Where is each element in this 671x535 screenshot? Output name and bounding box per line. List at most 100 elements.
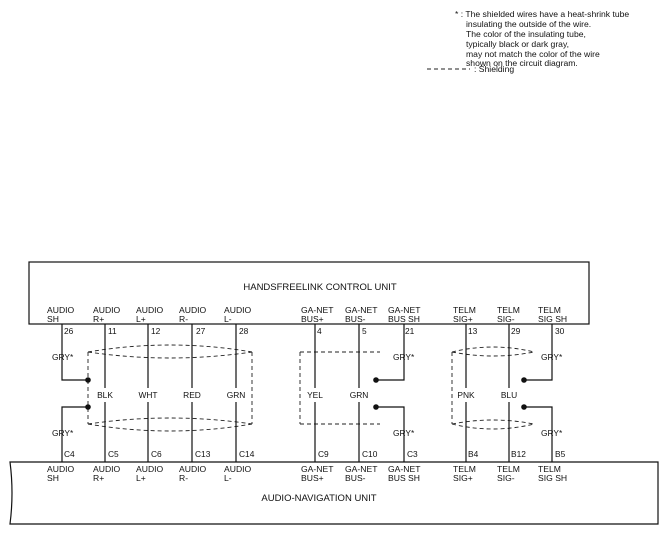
top-term-audio-l-minus-l1: AUDIO — [224, 305, 252, 315]
ganet-sh-top-wire — [376, 324, 405, 381]
bottom-pins: C4 C5 C6 C13 C14 C9 C10 C3 B4 B12 B5 — [64, 449, 566, 459]
top-pin-telm-sig-sh: 30 — [555, 326, 565, 336]
top-term-ganet-bus-sh-l1: GA-NET — [388, 305, 421, 315]
wire-color-audio-r-minus: RED — [183, 390, 201, 400]
handsfreelink-unit-title: HANDSFREELINK CONTROL UNIT — [243, 282, 396, 293]
ganet-shield — [299, 351, 380, 425]
telm-sh-bottom-wire — [524, 406, 553, 462]
telm-sh-bottom-splice — [521, 404, 527, 410]
bottom-term-audio-sh-l1: AUDIO — [47, 464, 75, 474]
top-pin-audio-sh: 26 — [64, 326, 74, 336]
note-line-1: * : The shielded wires have a heat-shrin… — [455, 9, 629, 19]
shield-enclosures — [87, 344, 535, 432]
top-terminals: AUDIO SH AUDIO R+ AUDIO L+ AUDIO R- AUDI… — [47, 305, 567, 324]
audio-sh-bottom-wire — [61, 406, 88, 462]
top-term-audio-r-minus-l1: AUDIO — [179, 305, 207, 315]
bottom-term-telm-sig-plus-l2: SIG+ — [453, 473, 473, 483]
wire-color-telm-sh-bottom: GRY* — [541, 428, 563, 438]
top-term-ganet-bus-plus-l1: GA-NET — [301, 305, 334, 315]
top-term-telm-sig-minus-l2: SIG- — [497, 314, 515, 324]
telm-shield — [451, 346, 535, 430]
handsfreelink-unit-box — [28, 261, 590, 325]
top-pins: 26 11 12 27 28 4 5 21 13 29 30 — [64, 326, 565, 336]
note-line-3: The color of the insulating tube, — [466, 29, 586, 39]
bottom-term-audio-r-plus-l2: R+ — [93, 473, 104, 483]
audio-sh-bottom-splice — [85, 404, 91, 410]
top-term-audio-r-minus-l2: R- — [179, 314, 188, 324]
telm-sh-top-wire — [524, 324, 553, 381]
top-term-telm-sig-sh-l2: SIG SH — [538, 314, 567, 324]
wire-color-audio-r-plus: BLK — [97, 390, 113, 400]
top-term-telm-sig-sh-l1: TELM — [538, 305, 561, 315]
wire-color-telm-sig-minus: BLU — [501, 390, 517, 400]
bottom-terminals: AUDIO SH AUDIO R+ AUDIO L+ AUDIO R- AUDI… — [47, 464, 567, 483]
ganet-sh-bottom-wire — [376, 406, 405, 462]
top-pin-telm-sig-minus: 29 — [511, 326, 521, 336]
bottom-term-ganet-bus-sh-l1: GA-NET — [388, 464, 421, 474]
bottom-term-audio-r-plus-l1: AUDIO — [93, 464, 121, 474]
note-line-4: typically black or dark gray, — [466, 39, 569, 49]
bottom-term-telm-sig-minus-l2: SIG- — [497, 473, 515, 483]
audio-navigation-unit-box — [9, 461, 659, 525]
top-term-ganet-bus-minus-l2: BUS- — [345, 314, 366, 324]
top-term-audio-l-plus-l2: L+ — [136, 314, 146, 324]
wire-color-ganet-bus-plus: YEL — [307, 390, 323, 400]
audio-shield-inner-top — [87, 351, 253, 359]
bottom-pin-audio-r-minus: C13 — [195, 449, 211, 459]
top-term-audio-sh-l2: SH — [47, 314, 59, 324]
bottom-term-audio-l-plus-l2: L+ — [136, 473, 146, 483]
top-pin-ganet-bus-plus: 4 — [317, 326, 322, 336]
bottom-term-audio-l-minus-l2: L- — [224, 473, 232, 483]
note-line-5: may not match the color of the wire — [466, 49, 600, 59]
audio-shield-inner-bottom — [87, 417, 253, 425]
bottom-term-audio-l-plus-l1: AUDIO — [136, 464, 164, 474]
top-pin-audio-r-plus: 11 — [108, 326, 117, 336]
top-pin-audio-l-minus: 28 — [239, 326, 249, 336]
bottom-pin-telm-sig-minus: B12 — [511, 449, 526, 459]
bottom-term-audio-r-minus-l1: AUDIO — [179, 464, 207, 474]
top-pin-telm-sig-plus: 13 — [468, 326, 478, 336]
bottom-term-telm-sig-sh-l2: SIG SH — [538, 473, 567, 483]
telm-shield-inner — [451, 351, 535, 425]
audio-sh-top-splice — [85, 377, 91, 383]
bottom-pin-ganet-bus-sh: C3 — [407, 449, 418, 459]
audio-sh-top-wire — [61, 324, 88, 381]
wire-color-audio-l-minus: GRN — [227, 390, 246, 400]
top-term-audio-r-plus-l2: R+ — [93, 314, 104, 324]
note-line-2: insulating the outside of the wire. — [466, 19, 591, 29]
audio-navigation-unit: AUDIO-NAVIGATION UNIT — [9, 461, 659, 525]
wire-color-labels: GRY* GRY* BLK WHT RED GRN YEL GRN GRY* G… — [52, 352, 563, 438]
top-term-ganet-bus-plus-l2: BUS+ — [301, 314, 324, 324]
bottom-pin-telm-sig-plus: B4 — [468, 449, 479, 459]
wire-color-audio-sh-top: GRY* — [52, 352, 74, 362]
bottom-term-ganet-bus-minus-l1: GA-NET — [345, 464, 378, 474]
top-term-telm-sig-plus-l2: SIG+ — [453, 314, 473, 324]
audio-navigation-unit-title: AUDIO-NAVIGATION UNIT — [261, 493, 376, 504]
bottom-term-audio-r-minus-l2: R- — [179, 473, 188, 483]
note-line-6: shown on the circuit diagram. — [466, 58, 578, 68]
bottom-pin-audio-l-plus: C6 — [151, 449, 162, 459]
wires — [61, 324, 553, 462]
top-term-ganet-bus-minus-l1: GA-NET — [345, 305, 378, 315]
bottom-term-audio-l-minus-l1: AUDIO — [224, 464, 252, 474]
wire-color-ganet-bus-minus: GRN — [350, 390, 369, 400]
top-term-audio-r-plus-l1: AUDIO — [93, 305, 121, 315]
bottom-term-audio-sh-l2: SH — [47, 473, 59, 483]
wire-color-audio-l-plus: WHT — [138, 390, 157, 400]
audio-shield — [87, 344, 253, 432]
top-term-telm-sig-minus-l1: TELM — [497, 305, 520, 315]
top-term-audio-sh-l1: AUDIO — [47, 305, 75, 315]
top-term-telm-sig-plus-l1: TELM — [453, 305, 476, 315]
top-term-ganet-bus-sh-l2: BUS SH — [388, 314, 420, 324]
top-pin-ganet-bus-sh: 21 — [405, 326, 415, 336]
bottom-pin-audio-l-minus: C14 — [239, 449, 255, 459]
bottom-pin-ganet-bus-minus: C10 — [362, 449, 378, 459]
bottom-pin-ganet-bus-plus: C9 — [318, 449, 329, 459]
wire-color-audio-sh-bottom: GRY* — [52, 428, 74, 438]
bottom-term-ganet-bus-sh-l2: BUS SH — [388, 473, 420, 483]
bottom-term-telm-sig-plus-l1: TELM — [453, 464, 476, 474]
ganet-sh-bottom-splice — [373, 404, 379, 410]
top-pin-ganet-bus-minus: 5 — [362, 326, 367, 336]
wire-color-telm-sh-top: GRY* — [541, 352, 563, 362]
